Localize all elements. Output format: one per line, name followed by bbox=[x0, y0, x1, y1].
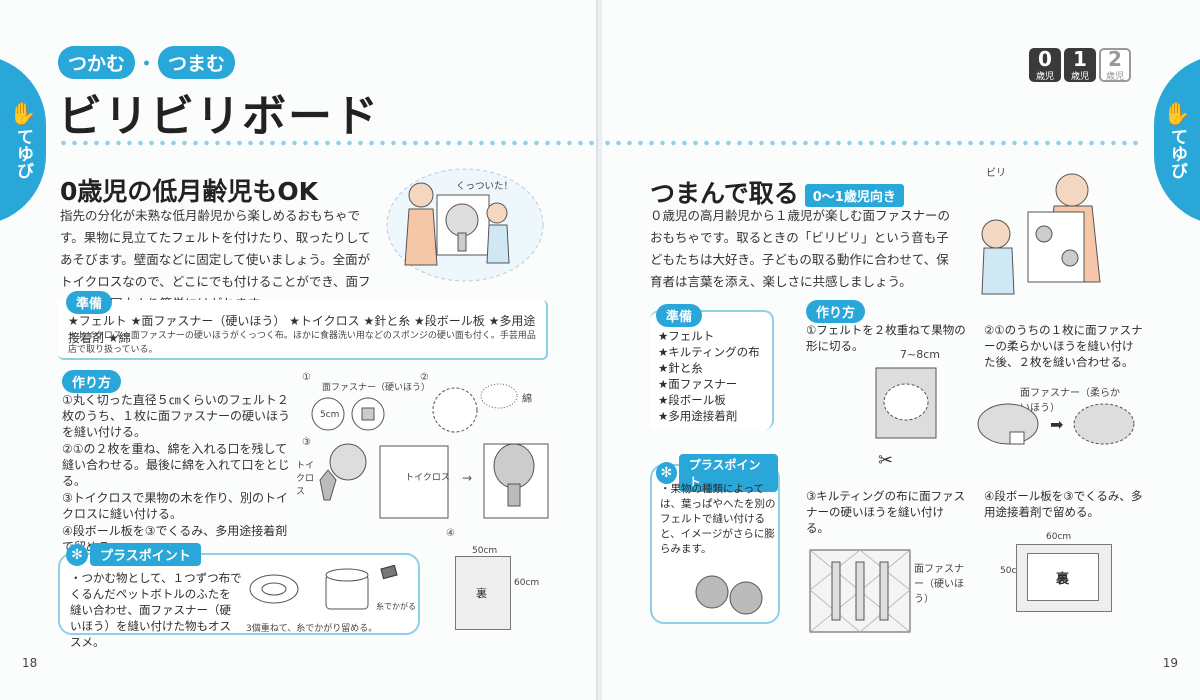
page-title: ビリビリボード bbox=[58, 91, 380, 142]
sewing-illustration: ➡ bbox=[977, 403, 1135, 445]
step-item: ①フェルトを２枚重ねて果物の形に切る。 bbox=[806, 323, 966, 353]
toycloth-label: トイクロス bbox=[405, 473, 450, 483]
step-item: ④段ボール板を③でくるみ、多用途接着剤で留める。 bbox=[984, 489, 1143, 519]
sound-text: ビリ bbox=[986, 167, 1006, 179]
prep-list: ★フェルト ★キルティングの布 ★針と糸 ★面ファスナー ★段ボール板 ★多用途… bbox=[658, 328, 760, 424]
page-number: 18 bbox=[22, 656, 38, 670]
page-number: 19 bbox=[1162, 656, 1178, 670]
prep-items: ★フェルト ★面ファスナー（硬いほう） ★トイクロス ★針と糸 ★段ボール板 ★… bbox=[68, 314, 536, 345]
velcro-label: 面ファスナー（硬いほう） bbox=[322, 383, 431, 393]
step-number: ② bbox=[420, 372, 429, 383]
hand-icon: ✋ bbox=[9, 101, 37, 127]
side-tab-finger: ✋ てゆび bbox=[0, 55, 46, 225]
left-page: ✋ てゆび つかむ ・ つまむ ビリビリボード 0歳児の低月齢児もOK 指先の分… bbox=[0, 0, 598, 700]
cut-felt-illustration: ✂ bbox=[875, 367, 937, 471]
speech-bubble: くっついた！ bbox=[456, 181, 514, 192]
side-tab-label: てゆび bbox=[13, 127, 33, 179]
fruit-illustration bbox=[695, 575, 763, 615]
bottle-cap-illustration bbox=[249, 565, 398, 610]
step-item: ③トイクロスで果物の木を作り、別のトイクロスに縫い付ける。 bbox=[62, 491, 289, 521]
category-label: つかむ ・ つまむ bbox=[58, 46, 236, 79]
prep-item: ★面ファスナー bbox=[658, 377, 738, 391]
tree-illustration: → bbox=[319, 443, 549, 519]
prep-note: ＊トイクロス＝面ファスナーの硬いほうがくっつく布。ほかに食器洗い用などのスポンジ… bbox=[68, 331, 536, 355]
flower-icon: ✻ bbox=[656, 462, 677, 484]
hand-icon: ✋ bbox=[1163, 101, 1191, 127]
step-item: ③キルティングの布に面ファスナーの硬いほうを縫い付ける。 bbox=[806, 489, 966, 535]
dotted-divider bbox=[602, 140, 1142, 146]
plus-point-label: プラスポイント bbox=[678, 454, 778, 492]
intro-text: 指先の分化が未熟な低月齢児から楽しめるおもちゃです。果物に見立てたフェルトを付け… bbox=[60, 208, 371, 311]
plus-point-label: プラスポイント bbox=[90, 543, 201, 566]
stuffing-illustration bbox=[432, 383, 518, 433]
side-tab-label: てゆび bbox=[1167, 127, 1187, 179]
prep-item: ★針と糸 bbox=[658, 361, 703, 375]
prep-label: 準備 bbox=[66, 291, 113, 314]
height-label: 60cm bbox=[514, 578, 540, 588]
prep-item: ★フェルト bbox=[658, 329, 715, 343]
height-label: 50cm bbox=[1000, 566, 1026, 576]
step-number: ③ bbox=[302, 437, 311, 448]
svg-text:→: → bbox=[462, 471, 472, 485]
step-item: ①丸く切った直径５㎝くらいのフェルト２枚のうち、１枚に面ファスナーの硬いほうを縫… bbox=[62, 393, 291, 439]
book-spine bbox=[596, 0, 604, 700]
step-number: ① bbox=[302, 372, 311, 383]
quilt-illustration bbox=[809, 549, 911, 633]
flower-icon: ✻ bbox=[66, 543, 88, 566]
velcro-hard-label: 面ファスナー（硬いほう） bbox=[914, 564, 964, 605]
how-label: 作り方 bbox=[62, 370, 122, 393]
width-label: 60cm bbox=[1046, 532, 1072, 542]
toycloth-label: トイクロス bbox=[296, 461, 315, 497]
steps-list: ①丸く切った直径５㎝くらいのフェルト２枚のうち、１枚に面ファスナーの硬いほうを縫… bbox=[62, 392, 290, 556]
felt-circles-illustration bbox=[311, 397, 385, 431]
step-number: ④ bbox=[446, 528, 455, 539]
prep-box: 準備 ★フェルト ★面ファスナー（硬いほう） ★トイクロス ★針と糸 ★段ボール… bbox=[58, 291, 548, 360]
side-tab-finger: ✋ てゆび bbox=[1154, 55, 1200, 225]
plus-point-box: ✻ プラスポイント ・果物の種類によっては、葉っぱやへたを別のフェルトで縫い付け… bbox=[650, 454, 780, 624]
width-label: 50cm bbox=[472, 546, 498, 556]
prep-label: 準備 bbox=[656, 304, 703, 327]
size-label: 7~8cm bbox=[900, 348, 940, 361]
plus-point-text: ・果物の種類によっては、葉っぱやへたを別のフェルトで縫い付けると、イメージがさら… bbox=[660, 483, 776, 555]
velcro-soft-label: 面ファスナー（柔らかいほう） bbox=[1020, 388, 1120, 414]
step-item: ②①の２枚を重ね、綿を入れる口を残して縫い合わせる。最後に綿を入れて口をとじる。 bbox=[62, 442, 290, 488]
svg-text:✂: ✂ bbox=[878, 450, 893, 471]
prep-item: ★段ボール板 bbox=[658, 393, 726, 407]
caption: 3個重ねて、糸でかがり留める。 bbox=[246, 624, 378, 634]
cotton-label: 綿 bbox=[522, 394, 532, 405]
board-illustration: 裏 bbox=[455, 556, 511, 630]
section-title: 0歳児の低月齢児もOK bbox=[60, 177, 319, 206]
caregiver-child-illustration: ビリ bbox=[981, 167, 1101, 295]
thread-label: 糸でかがる bbox=[376, 602, 416, 611]
age-tag: 0～1歳児向き bbox=[804, 183, 904, 207]
board-illustration: 裏 bbox=[1016, 544, 1112, 612]
dotted-divider bbox=[58, 140, 598, 146]
plus-point-box: ✻ プラスポイント ・つかむ物として、１つずつ布でくるんだペットボトルのふたを縫… bbox=[58, 543, 420, 649]
plus-point-text: ・つかむ物として、１つずつ布でくるんだペットボトルのふたを縫い合わせ、面ファスナ… bbox=[70, 571, 242, 649]
step-item: ②①のうちの１枚に面ファスナーの柔らかいほうを縫い付けた後、２枚を縫い合わせる。 bbox=[984, 323, 1143, 369]
child-play-illustration bbox=[386, 168, 544, 282]
intro-text: ０歳児の高月齢児から１歳児が楽しむ面ファスナーのおもちゃです。取るときの「ビリビ… bbox=[650, 208, 951, 289]
how-label: 作り方 bbox=[806, 300, 866, 323]
svg-text:➡: ➡ bbox=[1050, 415, 1063, 434]
prep-item: ★多用途接着剤 bbox=[658, 409, 738, 423]
prep-item: ★キルティングの布 bbox=[658, 345, 760, 359]
prep-box: 準備 ★フェルト ★キルティングの布 ★針と糸 ★面ファスナー ★段ボール板 ★… bbox=[650, 304, 774, 430]
